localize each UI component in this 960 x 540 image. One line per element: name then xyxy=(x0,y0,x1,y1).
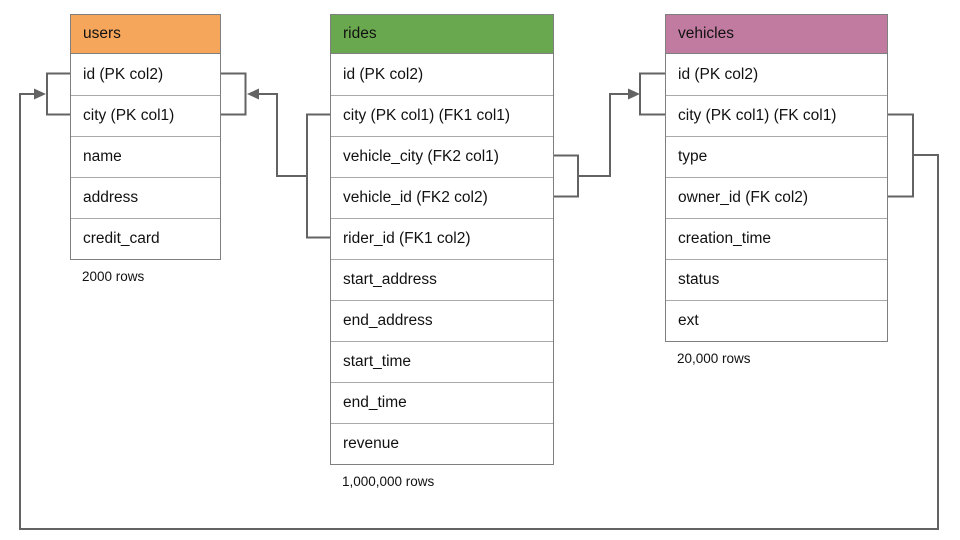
table-vehicles-rowcount: 20,000 rows xyxy=(677,351,751,366)
fk2-wire xyxy=(578,93,628,177)
column-row: city (PK col1) xyxy=(71,95,220,136)
column-row: city (PK col1) (FK1 col1) xyxy=(331,95,553,136)
table-vehicles-columns: id (PK col2)city (PK col1) (FK col1)type… xyxy=(666,54,887,341)
column-row: name xyxy=(71,136,220,177)
column-row: credit_card xyxy=(71,218,220,259)
column-row: id (PK col2) xyxy=(666,54,887,95)
fk-arrowhead xyxy=(34,88,46,100)
users-right-fork xyxy=(221,72,247,116)
column-row: end_address xyxy=(331,300,553,341)
column-row: city (PK col1) (FK col1) xyxy=(666,95,887,136)
table-rides: rides id (PK col2)city (PK col1) (FK1 co… xyxy=(330,14,554,489)
column-row: rider_id (FK1 col2) xyxy=(331,218,553,259)
fk1-wire xyxy=(259,93,307,177)
column-row: id (PK col2) xyxy=(331,54,553,95)
column-row: id (PK col2) xyxy=(71,54,220,95)
connector-rides-users xyxy=(221,72,330,239)
column-row: address xyxy=(71,177,220,218)
table-rides-header: rides xyxy=(331,15,553,54)
vehicles-right-fork xyxy=(887,113,914,198)
rides-left-fork xyxy=(306,113,330,239)
column-row: status xyxy=(666,259,887,300)
table-users-rowcount: 2000 rows xyxy=(82,269,145,284)
column-row: type xyxy=(666,136,887,177)
column-row: end_time xyxy=(331,382,553,423)
column-row: start_address xyxy=(331,259,553,300)
column-row: creation_time xyxy=(666,218,887,259)
vehicles-left-fork xyxy=(639,72,666,116)
table-vehicles-box: vehicles id (PK col2)city (PK col1) (FK … xyxy=(665,14,888,342)
table-rides-columns: id (PK col2)city (PK col1) (FK1 col1)veh… xyxy=(331,54,553,464)
column-row: vehicle_id (FK2 col2) xyxy=(331,177,553,218)
fk2-arrowhead xyxy=(628,88,640,100)
table-vehicles: vehicles id (PK col2)city (PK col1) (FK … xyxy=(665,14,888,366)
column-row: start_time xyxy=(331,341,553,382)
table-rides-rowcount: 1,000,000 rows xyxy=(342,474,435,489)
rides-right-fork xyxy=(553,154,579,198)
table-rides-box: rides id (PK col2)city (PK col1) (FK1 co… xyxy=(330,14,554,465)
table-users-header: users xyxy=(71,15,220,54)
column-row: revenue xyxy=(331,423,553,464)
table-vehicles-header: vehicles xyxy=(666,15,887,54)
column-row: vehicle_city (FK2 col1) xyxy=(331,136,553,177)
column-row: owner_id (FK col2) xyxy=(666,177,887,218)
connector-rides-vehicles xyxy=(553,72,666,198)
column-row: ext xyxy=(666,300,887,341)
users-left-fork xyxy=(46,72,70,116)
fk1-arrowhead xyxy=(247,88,259,100)
